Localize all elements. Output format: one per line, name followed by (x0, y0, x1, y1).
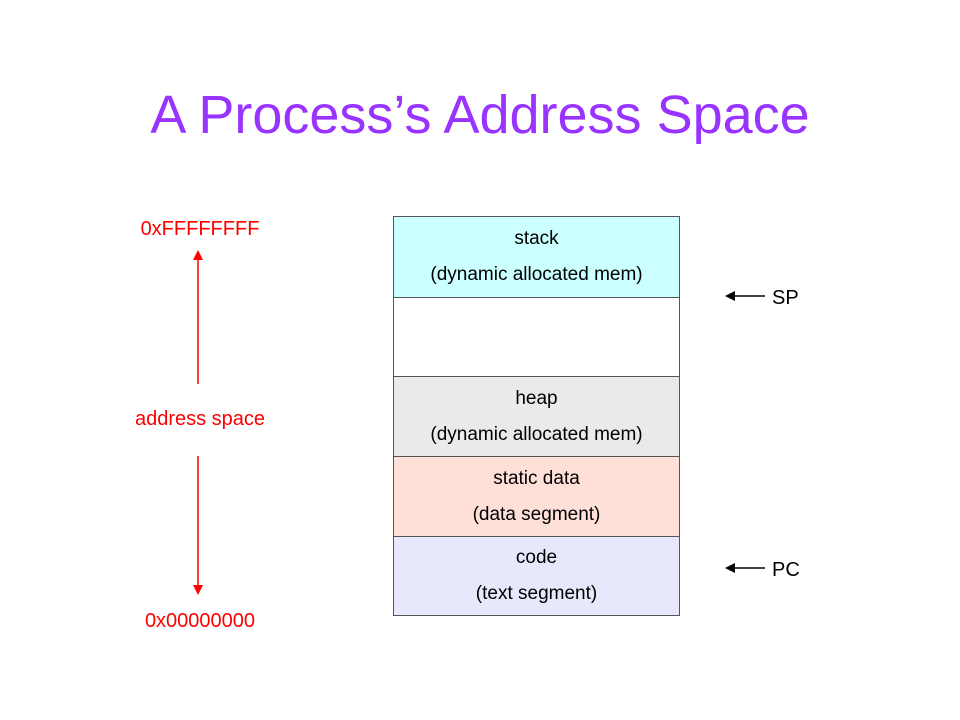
stack-segment-desc: (dynamic allocated mem) (430, 264, 643, 285)
low-address-label: 0x00000000 (144, 610, 256, 632)
heap-segment: heap (dynamic allocated mem) (393, 376, 680, 457)
static-data-segment-name: static data (493, 467, 580, 489)
page-title: A Process’s Address Space (150, 85, 810, 145)
static-data-segment-desc: (data segment) (472, 503, 601, 525)
address-space-label: address space (134, 408, 266, 430)
static-data-segment: static data (data segment) (393, 456, 680, 537)
code-segment-name: code (515, 547, 558, 568)
sp-label: SP (772, 287, 799, 309)
pc-label: PC (772, 559, 800, 581)
stack-segment: stack (dynamic allocated mem) (393, 216, 680, 298)
free-space-segment (393, 297, 680, 377)
code-segment-desc: (text segment) (475, 583, 598, 604)
code-segment: code (text segment) (393, 536, 680, 616)
heap-segment-name: heap (515, 387, 558, 409)
stack-segment-name: stack (514, 228, 559, 249)
heap-segment-desc: (dynamic allocated mem) (430, 423, 643, 445)
high-address-label: 0xFFFFFFFF (140, 218, 260, 240)
